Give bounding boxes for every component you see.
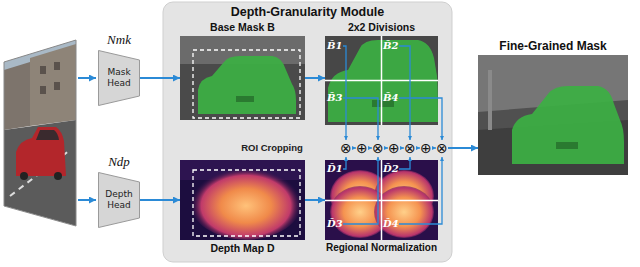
wire — [399, 98, 442, 140]
region-label: D̂1 — [327, 163, 343, 174]
window — [54, 82, 60, 90]
car-mask — [512, 86, 624, 164]
divisions-image — [325, 36, 438, 125]
head-name: Depth Head — [101, 189, 137, 211]
network-head: NmkMask Head — [98, 50, 140, 106]
operator-glyph: ⊕ — [356, 141, 368, 155]
input-arrow — [78, 199, 96, 201]
building — [30, 44, 76, 126]
heading: Base Mask B — [210, 21, 275, 34]
network-head: NdpDepth Head — [98, 172, 140, 228]
image-panel: Depth Map D — [180, 160, 305, 240]
heading: Depth Map D — [210, 242, 274, 255]
base-mask-image — [180, 36, 305, 120]
normalized-image — [325, 160, 438, 240]
car-mask — [198, 56, 296, 114]
operator-symbol: ⊕ — [420, 141, 432, 155]
connector-arrow — [400, 147, 404, 148]
operator-glyph: ⊕ — [388, 141, 400, 155]
photo-frame — [4, 40, 76, 226]
region-label: B̂3 — [327, 92, 342, 103]
connector-arrow — [368, 147, 372, 148]
operator-symbol: ⊗ — [372, 141, 384, 155]
wire — [399, 157, 442, 224]
operator-symbol: ⊕ — [356, 141, 368, 155]
division-line — [325, 200, 438, 202]
operator-symbol: ⊗ — [340, 141, 352, 155]
head-name: Mask Head — [101, 67, 137, 89]
wire — [343, 157, 346, 169]
wire — [343, 98, 378, 140]
wire — [399, 46, 410, 140]
operator-glyph: ⊗ — [372, 141, 384, 155]
module-panel: Base Mask B 2x2 DivisionsDepth Map D Regio… — [163, 2, 452, 262]
input-arrow — [78, 77, 96, 79]
depth-blob — [190, 164, 302, 240]
region-label: D̂4 — [383, 218, 399, 229]
roi-box — [193, 170, 300, 236]
operator-symbol: ⊕ — [388, 141, 400, 155]
connector-arrow — [448, 147, 478, 149]
heading: Regional Normalization — [326, 242, 437, 254]
wire — [399, 157, 410, 169]
division-line — [325, 80, 438, 82]
heading: Ndp — [108, 154, 130, 170]
heading: 2x2 Divisions — [348, 21, 415, 34]
depth-map-image — [180, 160, 305, 240]
operator-glyph: ⊗ — [340, 141, 352, 155]
region-label: D̂3 — [327, 218, 343, 229]
module-ground — [163, 2, 452, 262]
car-wheel — [54, 172, 62, 180]
wire — [343, 157, 378, 224]
post — [488, 70, 492, 130]
trapezoid — [99, 173, 140, 228]
wire — [343, 46, 346, 140]
region-label: D̂2 — [383, 163, 399, 174]
connector-arrow — [305, 77, 325, 79]
heading: Fine-Grained Mask — [499, 39, 606, 53]
plate — [556, 142, 578, 149]
operator-symbol: ⊗ — [404, 141, 416, 155]
region-label: B̂2 — [383, 40, 398, 51]
operator-glyph: ⊕ — [420, 141, 432, 155]
roi-box — [193, 50, 300, 118]
region-label: B̂1 — [327, 40, 342, 51]
image-panel: Fine-Grained Mask — [478, 55, 628, 175]
operator-symbol: ⊗ — [436, 141, 448, 155]
depth-blob — [374, 186, 434, 238]
window — [40, 66, 46, 74]
building — [4, 62, 30, 130]
operation-label: ROI Cropping — [241, 142, 303, 153]
connector-arrow — [305, 199, 325, 201]
region-label: B̂4 — [383, 92, 398, 103]
panel-title: Depth-Granularity Module — [163, 5, 452, 19]
connector-arrow — [384, 147, 388, 148]
car-window — [36, 130, 59, 140]
connector-arrow — [432, 147, 436, 148]
operator-glyph: ⊗ — [404, 141, 416, 155]
heading: Nmk — [107, 32, 131, 48]
connector-arrow — [416, 147, 420, 148]
car-wheel — [20, 172, 28, 180]
red-car — [16, 127, 66, 176]
input-photo — [0, 30, 80, 226]
connector-arrow — [140, 199, 180, 201]
wires — [343, 46, 442, 224]
plate — [236, 96, 254, 102]
connector-arrow — [352, 147, 356, 148]
fine-mask-image — [478, 55, 628, 175]
road — [4, 120, 76, 226]
connector-arrow — [140, 77, 180, 79]
trapezoid — [99, 51, 140, 106]
window — [54, 62, 60, 70]
image-panel: Base Mask B — [180, 36, 305, 120]
window — [40, 86, 46, 94]
operator-glyph: ⊗ — [436, 141, 448, 155]
